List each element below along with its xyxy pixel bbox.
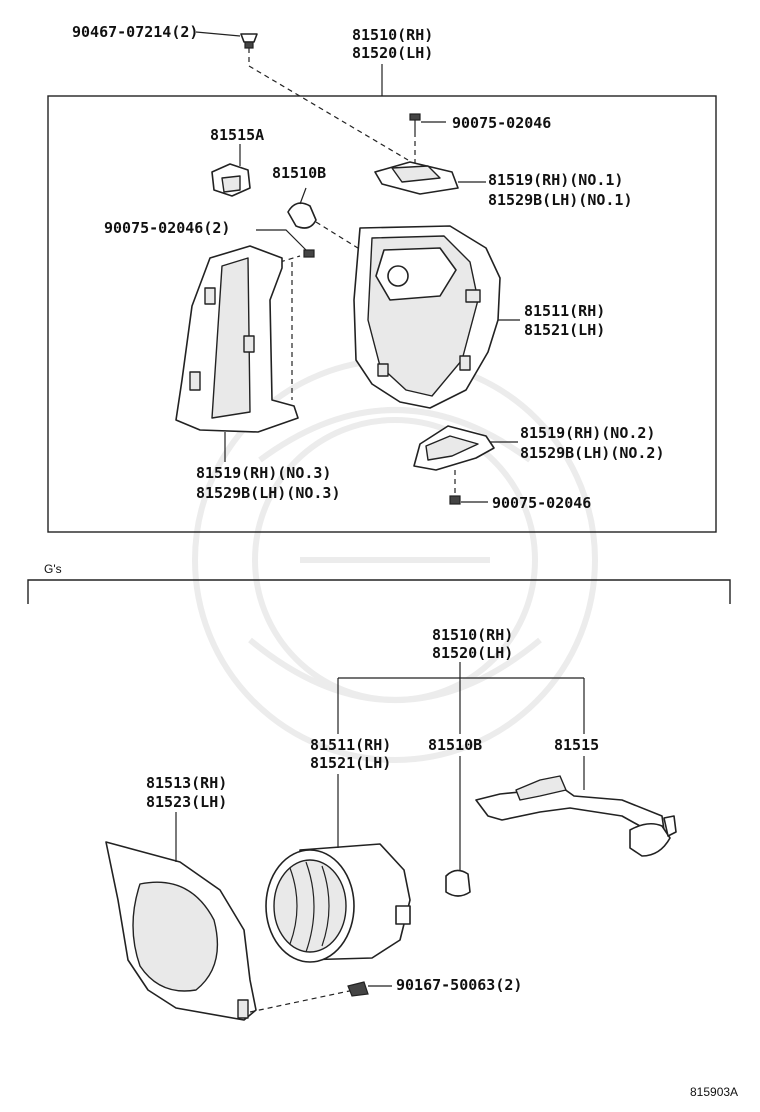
- bulb-part: [287, 202, 317, 229]
- screw-left-part: [303, 249, 315, 258]
- label-clip: 90467-07214(2): [72, 23, 198, 41]
- label-lamp-lh: 81521(LH): [310, 754, 391, 772]
- bulb-leader: [299, 187, 307, 205]
- screw-left-leader: [256, 229, 307, 251]
- label-bracket2-lh: 81529B(LH)(NO.2): [520, 444, 665, 462]
- bracket-no3-part: [175, 245, 299, 433]
- label-bracket2-rh: 81519(RH)(NO.2): [520, 424, 655, 442]
- bottom-bulb-part: [445, 869, 471, 897]
- label-bottom-bulb: 81510B: [428, 736, 482, 754]
- label-bracket3-rh: 81519(RH)(NO.3): [196, 464, 331, 482]
- bottom-section-bracket: [27, 579, 731, 604]
- label-lamp-rh: 81511(RH): [310, 736, 391, 754]
- grade-label: G's: [44, 562, 62, 576]
- bracket-no1-part: [374, 161, 459, 195]
- label-socket: 81515A: [210, 126, 264, 144]
- label-housing-rh: 81511(RH): [524, 302, 605, 320]
- label-top-assy-lh: 81520(LH): [352, 44, 433, 62]
- label-cover-lh: 81523(LH): [146, 793, 227, 811]
- screw-top-part: [409, 113, 421, 132]
- bottom-screw-part: [347, 981, 369, 997]
- label-screw-top: 90075-02046: [452, 114, 551, 132]
- socket-part: [211, 163, 251, 197]
- label-bracket1-rh: 81519(RH)(NO.1): [488, 171, 623, 189]
- fog-lamp-part: [265, 843, 411, 963]
- label-bracket1-lh: 81529B(LH)(NO.1): [488, 191, 633, 209]
- wire-harness-part: [475, 775, 677, 857]
- clip-part: [240, 33, 258, 49]
- diagram-code: 815903A: [690, 1085, 738, 1099]
- label-bottom-screw: 90167-50063(2): [396, 976, 522, 994]
- label-bulb: 81510B: [272, 164, 326, 182]
- label-cover-rh: 81513(RH): [146, 774, 227, 792]
- label-screw-left: 90075-02046(2): [104, 219, 230, 237]
- housing-part: [353, 225, 501, 409]
- screw-left-dashed-a: [279, 255, 301, 263]
- bottom-assy-tree: [337, 662, 585, 734]
- clip-dashed-leader: [248, 48, 409, 161]
- label-top-assy-rh: 81510(RH): [352, 26, 433, 44]
- label-housing-lh: 81521(LH): [524, 321, 605, 339]
- clip-leader: [195, 31, 241, 37]
- label-bracket3-lh: 81529B(LH)(NO.3): [196, 484, 341, 502]
- cover-part: [105, 841, 257, 1021]
- screw-bottom-part: [449, 495, 461, 505]
- cover-dashed: [249, 989, 355, 1013]
- label-bottom-assy-rh: 81510(RH): [432, 626, 513, 644]
- label-screw-bottom: 90075-02046: [492, 494, 591, 512]
- bracket-no2-part: [413, 425, 495, 471]
- label-wire: 81515: [554, 736, 599, 754]
- label-bottom-assy-lh: 81520(LH): [432, 644, 513, 662]
